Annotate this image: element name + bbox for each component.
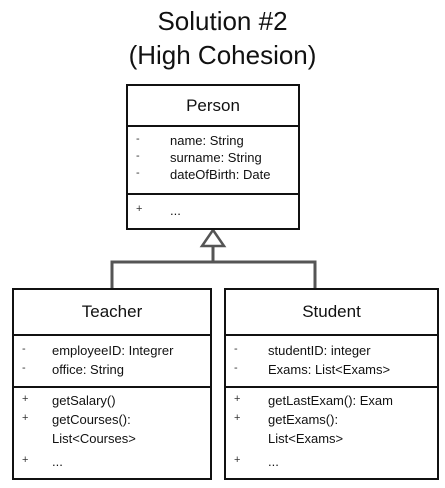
attribute-text: Exams: List<Exams>	[268, 362, 391, 377]
attribute-row: - dateOfBirth: Date	[128, 167, 298, 184]
visibility-marker: -	[234, 362, 238, 374]
class-teacher: Teacher - employeeID: Integrer - office:…	[12, 288, 212, 480]
methods-section: + ...	[128, 195, 298, 228]
diagram-title: Solution #2	[157, 6, 288, 36]
class-person: Person - name: String - surname: String …	[126, 84, 300, 230]
method-row: + getLastExam(): Exam	[226, 393, 437, 412]
attributes-section: - name: String - surname: String - dateO…	[128, 127, 298, 195]
attribute-text: employeeID: Integrer	[52, 343, 174, 358]
methods-section: + getLastExam(): Exam + getExams(): List…	[226, 388, 437, 478]
method-text: getLastExam(): Exam	[268, 393, 393, 408]
visibility-marker: -	[136, 150, 140, 162]
attribute-row: - studentID: integer	[226, 343, 437, 362]
attributes-section: - studentID: integer - Exams: List<Exams…	[226, 336, 437, 388]
diagram-subtitle: (High Cohesion)	[128, 40, 317, 70]
method-text: ...	[268, 454, 279, 469]
visibility-marker: -	[136, 133, 140, 145]
method-row: + ...	[14, 454, 210, 473]
attribute-row: - employeeID: Integrer	[14, 343, 210, 362]
attribute-text: name: String	[170, 133, 244, 148]
attribute-row: - name: String	[128, 133, 298, 150]
attribute-text: studentID: integer	[268, 343, 371, 358]
visibility-marker: -	[136, 167, 140, 179]
visibility-marker: +	[234, 454, 241, 466]
method-row: List<Courses>	[14, 431, 210, 450]
method-row: + getCourses():	[14, 412, 210, 431]
teacher-inheritance-line	[110, 260, 317, 288]
method-row: + getExams():	[226, 412, 437, 431]
visibility-marker: -	[234, 343, 238, 355]
method-text: List<Courses>	[52, 431, 136, 446]
inheritance-arrowhead	[199, 227, 227, 248]
attribute-text: surname: String	[170, 150, 262, 165]
attribute-row: - Exams: List<Exams>	[226, 362, 437, 381]
visibility-marker: -	[22, 343, 26, 355]
visibility-marker: +	[234, 412, 241, 424]
method-text: List<Exams>	[268, 431, 344, 446]
visibility-marker: +	[22, 454, 29, 466]
method-row: List<Exams>	[226, 431, 437, 450]
visibility-marker: +	[22, 393, 29, 405]
method-text: getExams():	[268, 412, 339, 427]
method-text: ...	[170, 203, 181, 218]
method-row: + ...	[128, 203, 298, 220]
method-row: + ...	[226, 454, 437, 473]
visibility-marker: +	[22, 412, 29, 424]
attribute-row: - office: String	[14, 362, 210, 381]
class-name: Person	[128, 86, 298, 127]
method-text: getSalary()	[52, 393, 116, 408]
attribute-text: office: String	[52, 362, 125, 377]
methods-section: + getSalary() + getCourses(): List<Cours…	[14, 388, 210, 478]
class-name: Teacher	[14, 290, 210, 336]
method-row: + getSalary()	[14, 393, 210, 412]
attribute-text: dateOfBirth: Date	[170, 167, 271, 182]
class-student: Student - studentID: integer - Exams: Li…	[224, 288, 439, 480]
attributes-section: - employeeID: Integrer - office: String	[14, 336, 210, 388]
attribute-row: - surname: String	[128, 150, 298, 167]
visibility-marker: -	[22, 362, 26, 374]
method-text: getCourses():	[52, 412, 131, 427]
method-text: ...	[52, 454, 63, 469]
class-name: Student	[226, 290, 437, 336]
visibility-marker: +	[234, 393, 241, 405]
visibility-marker: +	[136, 203, 143, 215]
